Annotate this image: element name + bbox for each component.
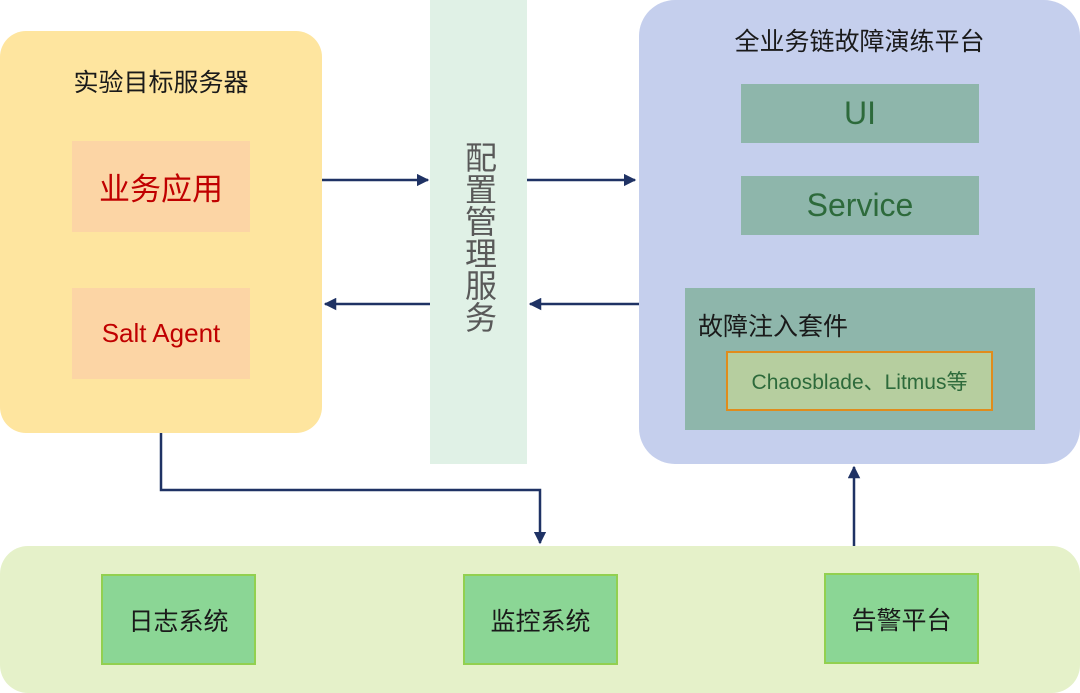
config-service-label: 配置管理服务 — [460, 141, 498, 333]
platform-service-box: Service — [741, 176, 979, 235]
arrow-server-to-monitoring — [159, 433, 547, 545]
chaos-tools-box: Chaosblade、Litmus等 — [726, 351, 993, 411]
platform-ui-box: UI — [741, 84, 979, 143]
config-service-column — [430, 0, 527, 464]
business-app-box: 业务应用 — [72, 141, 250, 232]
chaos-platform-title: 全业务链故障演练平台 — [734, 27, 985, 56]
fault-injection-kit-title: 故障注入套件 — [698, 312, 849, 341]
log-system-box: 日志系统 — [101, 574, 256, 665]
salt-agent-box: Salt Agent — [72, 288, 250, 379]
target-server-title: 实验目标服务器 — [73, 68, 249, 97]
alert-platform-box: 告警平台 — [824, 573, 979, 664]
monitoring-system-box: 监控系统 — [463, 574, 618, 665]
